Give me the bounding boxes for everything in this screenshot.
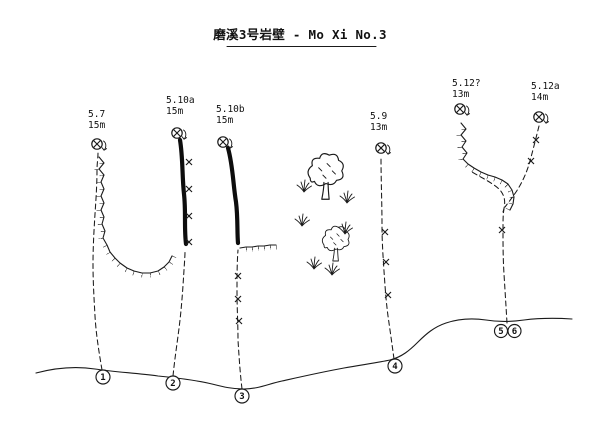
bolt-icon xyxy=(185,158,193,166)
route-5-grade: 5.12? xyxy=(452,78,481,89)
route-3: 5.10b 15m 3 xyxy=(216,104,250,404)
route-1-number: 1 xyxy=(100,373,105,383)
route-2-line xyxy=(172,250,186,377)
route-3-number-badge xyxy=(234,388,250,404)
route-4-line xyxy=(380,156,395,360)
grass-icon xyxy=(337,221,353,235)
rock-edge-left xyxy=(99,156,172,273)
route-4-grade: 5.9 xyxy=(370,111,387,122)
route-6-height: 14m xyxy=(531,92,548,103)
bolt-icon xyxy=(235,317,243,325)
anchor-icon xyxy=(217,136,234,149)
route-4: 5.9 13m 4 xyxy=(370,111,403,374)
route-4-number-badge xyxy=(387,358,403,374)
grass-icon xyxy=(324,262,340,276)
grass-icon xyxy=(296,179,312,193)
anchor-icon xyxy=(375,142,392,155)
route5-upper-line xyxy=(471,171,506,213)
route-4-height: 13m xyxy=(370,122,387,133)
route-6-number-badge xyxy=(507,323,522,339)
route-3-grade: 5.10b xyxy=(216,104,245,115)
tree xyxy=(307,153,344,200)
route-2: 5.10a 15m 2 xyxy=(165,95,195,391)
route-6-line xyxy=(504,125,540,208)
route-3-number: 3 xyxy=(239,392,244,402)
crack-route3 xyxy=(225,145,241,246)
route-5-number: 5 xyxy=(498,327,503,337)
page-title: 磨溪3号岩壁 - Mo Xi No.3 xyxy=(212,27,387,42)
route-1-number-badge xyxy=(95,369,111,385)
route-5-height: 13m xyxy=(452,89,469,100)
anchor-icon xyxy=(454,103,471,116)
route-6-grade: 5.12a xyxy=(531,81,560,92)
anchor-icon xyxy=(171,127,188,140)
anchor-icon xyxy=(91,138,108,151)
route-6: 5.12a 14m 6 xyxy=(504,81,560,339)
bolt-icon xyxy=(185,185,193,193)
route-3-height: 15m xyxy=(216,115,233,126)
route-1-line xyxy=(92,152,103,371)
route-2-number-badge xyxy=(165,375,181,391)
ground-line xyxy=(35,317,573,390)
bolt-icon xyxy=(234,272,242,280)
ledge-route3 xyxy=(239,244,277,248)
route-1-height: 15m xyxy=(88,120,105,131)
grass-icon xyxy=(339,190,355,204)
rock-edge-right xyxy=(461,122,515,211)
bolt-icon xyxy=(498,226,506,234)
route-1-grade: 5.7 xyxy=(88,109,105,120)
route-5: 5.12? 13m 5 xyxy=(452,78,509,339)
route-5-6-shared-line xyxy=(502,208,508,324)
anchor-icon xyxy=(533,111,550,124)
grass-icon xyxy=(306,256,322,270)
route-3-line xyxy=(236,249,243,390)
bolt-icon xyxy=(234,295,242,303)
bolt-icon xyxy=(381,228,389,236)
crack-route2 xyxy=(177,137,189,247)
grass-icon xyxy=(294,213,310,227)
route-2-number: 2 xyxy=(170,379,175,389)
route-4-number: 4 xyxy=(392,362,398,372)
route-2-height: 15m xyxy=(166,106,183,117)
route-1: 5.7 15m 1 xyxy=(88,109,111,385)
route-6-number: 6 xyxy=(512,327,517,337)
route-2-grade: 5.10a xyxy=(166,95,195,106)
